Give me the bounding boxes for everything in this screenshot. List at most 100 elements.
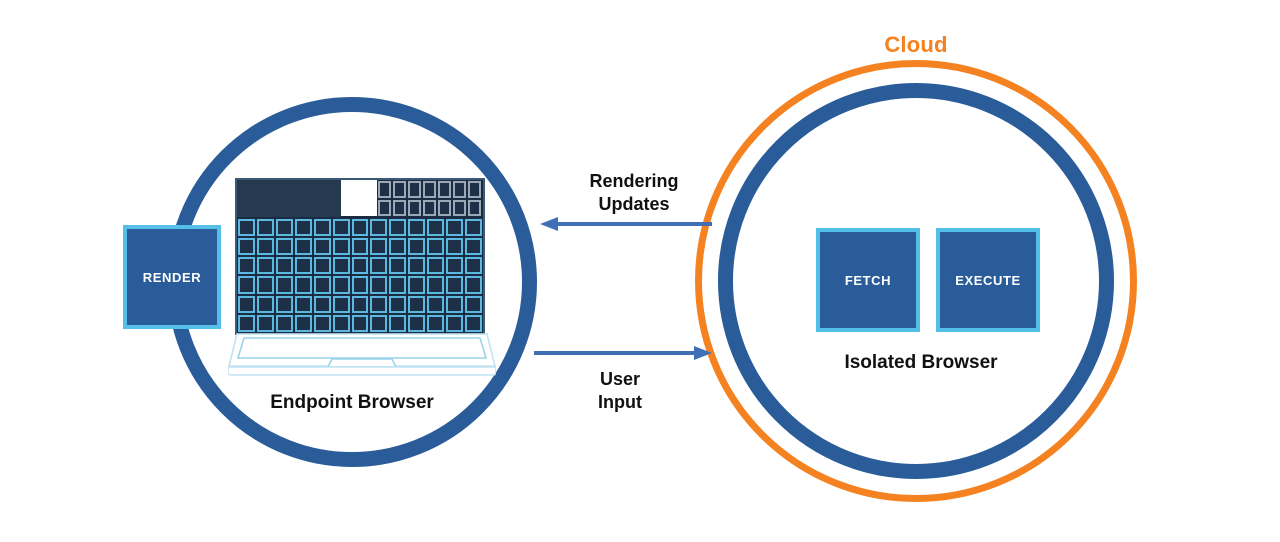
screen-tile [351, 219, 369, 237]
fetch-box[interactable]: FETCH [816, 228, 920, 332]
screen-tile [408, 295, 426, 313]
screen-tile [389, 295, 407, 313]
screen-tile [446, 257, 464, 275]
screen-tile [408, 257, 426, 275]
flow-label-user-input: User Input [530, 368, 710, 414]
screen-tile [389, 257, 407, 275]
screen-tile [351, 295, 369, 313]
screen-tile [389, 276, 407, 294]
screen-tile [446, 238, 464, 256]
flow-label-line-2: Updates [598, 194, 670, 215]
screen-tile [408, 276, 426, 294]
screen-tile [275, 257, 293, 275]
screen-tile [256, 295, 274, 313]
screen-tile [370, 219, 388, 237]
screen-tile [332, 295, 350, 313]
screen-tile [378, 199, 391, 216]
render-box-label: RENDER [142, 269, 202, 285]
screen-tile [465, 314, 482, 332]
screen-tile [351, 276, 369, 294]
screen-tile [423, 181, 436, 198]
render-box[interactable]: RENDER [123, 225, 221, 329]
screen-tile [370, 257, 388, 275]
screen-tile [256, 257, 274, 275]
screen-tile [378, 181, 391, 198]
screen-tile [370, 238, 388, 256]
screen-tile [453, 181, 466, 198]
screen-tile [275, 219, 293, 237]
screen-header-row [237, 180, 483, 217]
screen-tile [313, 314, 331, 332]
screen-tile [389, 238, 407, 256]
screen-tile [408, 238, 426, 256]
screen-header-block [237, 180, 341, 217]
execute-box[interactable]: EXECUTE [936, 228, 1040, 332]
screen-tile [427, 295, 445, 313]
execute-box-label: EXECUTE [955, 272, 1021, 288]
screen-tile [294, 219, 312, 237]
screen-tile [313, 276, 331, 294]
screen-tile [453, 199, 466, 216]
screen-tile [446, 314, 464, 332]
screen-tile [427, 314, 445, 332]
screen-tile [256, 238, 274, 256]
screen-tile [238, 238, 255, 256]
screen-tile [427, 219, 445, 237]
laptop-illustration [228, 178, 496, 376]
screen-tile [332, 276, 350, 294]
screen-tile [238, 219, 255, 237]
screen-tile [370, 276, 388, 294]
laptop-base [228, 333, 496, 376]
screen-content-grid [237, 218, 483, 333]
screen-tile [465, 276, 482, 294]
flow-label-line-1: User [599, 369, 641, 389]
screen-tile [313, 238, 331, 256]
screen-tile [370, 295, 388, 313]
screen-tile [408, 199, 421, 216]
screen-tile [393, 199, 406, 216]
screen-tile [332, 238, 350, 256]
screen-tile [389, 219, 407, 237]
screen-tile [294, 314, 312, 332]
screen-tile [332, 219, 350, 237]
screen-tile [332, 257, 350, 275]
screen-tile [238, 314, 255, 332]
laptop-screen [235, 178, 485, 335]
screen-highlight-tile [341, 180, 377, 216]
screen-tile [393, 181, 406, 198]
screen-tile [238, 276, 255, 294]
screen-tile [313, 257, 331, 275]
screen-tile [408, 219, 426, 237]
screen-tile [294, 276, 312, 294]
arrow-left-icon [540, 217, 712, 231]
screen-tile [446, 276, 464, 294]
screen-tile [438, 181, 451, 198]
isolated-browser-caption: Isolated Browser [844, 352, 998, 373]
screen-tile [465, 238, 482, 256]
screen-tile [313, 219, 331, 237]
screen-tile [370, 314, 388, 332]
screen-tile [332, 314, 350, 332]
screen-tile [427, 276, 445, 294]
screen-tile [256, 276, 274, 294]
screen-tile [408, 314, 426, 332]
screen-tile [238, 295, 255, 313]
screen-tile [256, 314, 274, 332]
screen-tile [275, 238, 293, 256]
endpoint-browser-caption: Endpoint Browser [270, 392, 434, 413]
screen-tile [408, 181, 421, 198]
screen-tile [294, 238, 312, 256]
flow-label-line-2: Input [598, 392, 642, 413]
screen-header-tiles [377, 180, 483, 217]
screen-tile [465, 219, 482, 237]
screen-tile [389, 314, 407, 332]
screen-tile [275, 276, 293, 294]
flow-label-line-1: Rendering [589, 171, 679, 191]
screen-tile [465, 257, 482, 275]
screen-tile [446, 295, 464, 313]
screen-tile [438, 199, 451, 216]
screen-tile [256, 219, 274, 237]
screen-tile [351, 314, 369, 332]
screen-tile [446, 219, 464, 237]
